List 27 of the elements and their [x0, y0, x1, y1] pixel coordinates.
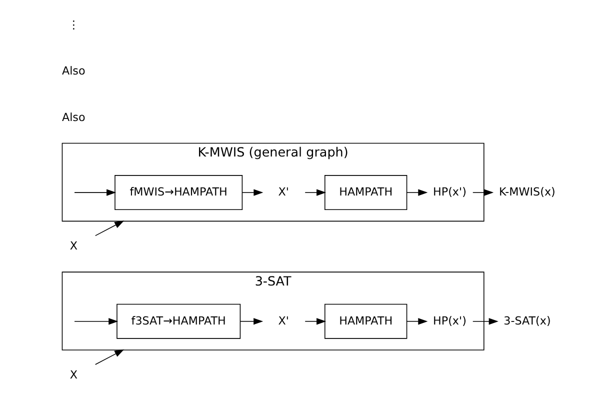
node-text: X': [278, 185, 288, 198]
node-box: fMWIS→HAMPATH: [114, 175, 242, 210]
arrow: [304, 318, 326, 325]
arrow: [406, 189, 428, 196]
node-box: HAMPATH: [324, 175, 407, 210]
arrow: [304, 189, 326, 196]
arrow: [94, 220, 124, 236]
arrow: [74, 189, 116, 196]
node-text: X: [69, 240, 77, 253]
arrow: [472, 189, 494, 196]
node-text: HP(x'): [432, 314, 466, 328]
label: Also: [61, 110, 85, 124]
arrow: [406, 318, 428, 325]
arrow: [242, 189, 263, 196]
arrow: [74, 318, 118, 325]
label: Also: [61, 64, 85, 78]
label: ⋮: [68, 18, 79, 32]
node-text: X': [278, 314, 288, 328]
node-box: f3SAT→HAMPATH: [116, 304, 240, 339]
node-text: HP(x'): [432, 185, 466, 198]
arrow: [240, 318, 263, 325]
arrow: [94, 349, 124, 365]
node-text: K-MWIS(x): [498, 185, 555, 198]
node-text: X: [69, 368, 77, 382]
arrow: [472, 318, 498, 325]
node-box: HAMPATH: [324, 304, 407, 339]
node-text: 3-SAT(x): [503, 314, 550, 328]
